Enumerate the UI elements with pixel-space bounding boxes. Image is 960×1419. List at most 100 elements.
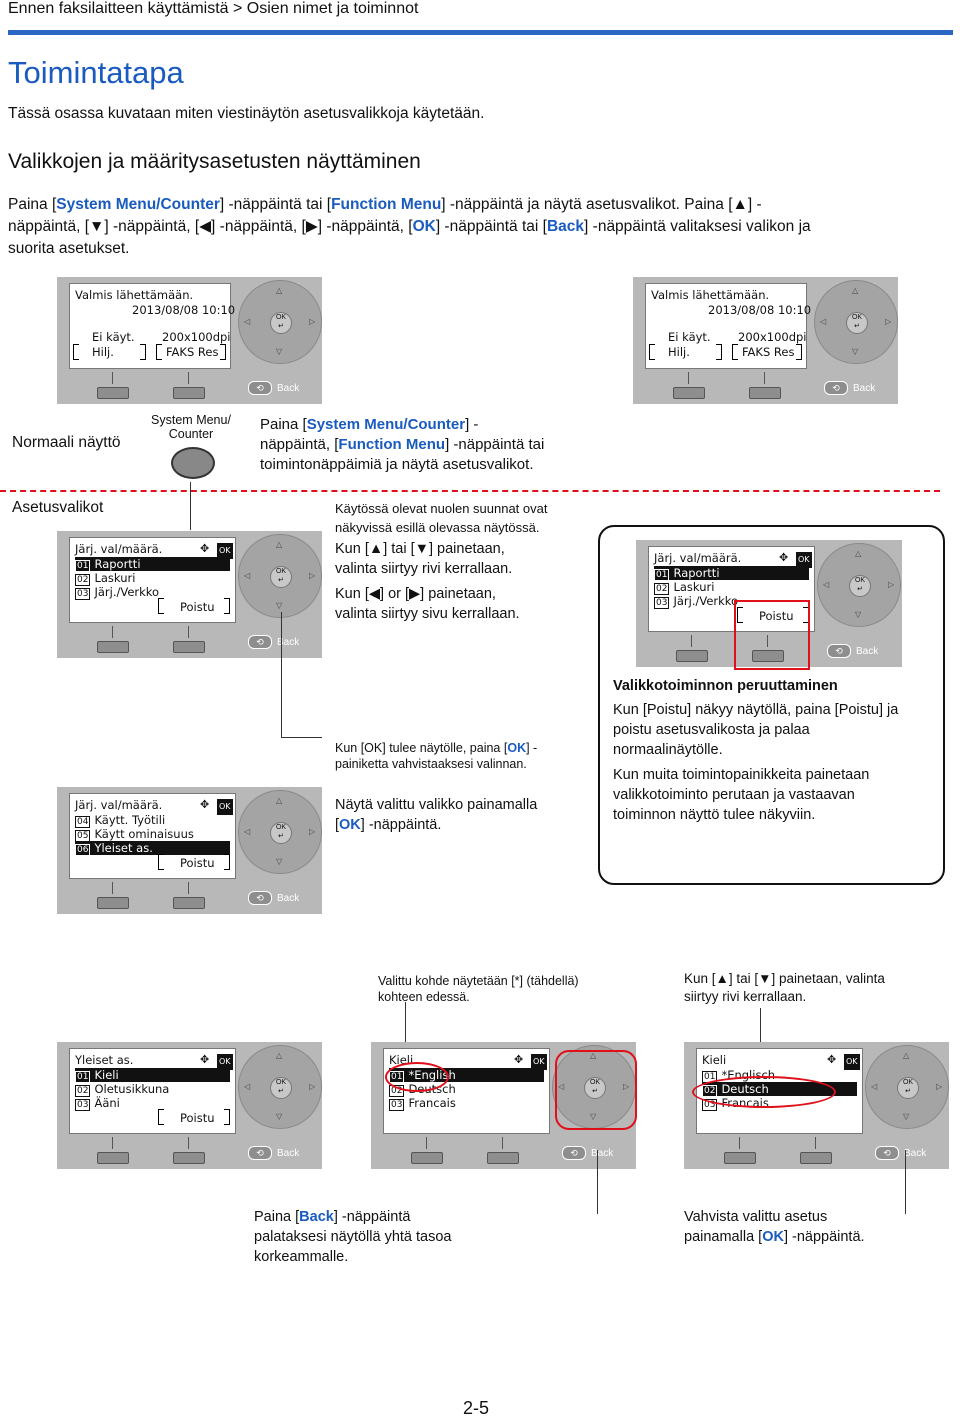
soft-key-left[interactable]: [673, 387, 705, 399]
up-arrow-icon[interactable]: △: [276, 286, 283, 295]
bracket: [73, 344, 79, 360]
back-button[interactable]: ⟲Back: [248, 381, 299, 395]
left-arrow-icon[interactable]: ◁: [244, 827, 251, 836]
soft-key-left[interactable]: [676, 650, 708, 662]
up-arrow-icon[interactable]: △: [276, 796, 283, 805]
left-arrow-icon[interactable]: ◁: [244, 1082, 251, 1091]
down-arrow-icon[interactable]: ▽: [903, 1112, 910, 1121]
back-button[interactable]: ⟲Back: [824, 381, 875, 395]
ok-button[interactable]: OK↵: [270, 312, 292, 334]
arrow-keypad[interactable]: △ ▽ ◁ ▷ OK↵: [238, 534, 322, 618]
down-arrow-icon[interactable]: ▽: [276, 1112, 283, 1121]
move-icon: ✥: [200, 1053, 210, 1066]
right-arrow-icon[interactable]: ▷: [309, 317, 316, 326]
up-arrow-icon[interactable]: △: [590, 1051, 597, 1060]
soft-key-left[interactable]: [97, 641, 129, 653]
right-arrow-icon[interactable]: ▷: [309, 827, 316, 836]
ok-button[interactable]: OK↵: [849, 575, 871, 597]
ok-button[interactable]: OK↵: [270, 822, 292, 844]
up-arrow-icon[interactable]: △: [276, 540, 283, 549]
up-arrow-icon[interactable]: △: [855, 549, 862, 558]
ok-button[interactable]: OK↵: [270, 566, 292, 588]
right-arrow-icon[interactable]: ▷: [888, 580, 895, 589]
up-arrow-icon[interactable]: △: [276, 1051, 283, 1060]
down-arrow-icon[interactable]: ▽: [852, 347, 859, 356]
arrow-keypad[interactable]: △ ▽ ◁ ▷ OK↵: [238, 280, 322, 364]
ok-badge: OK: [217, 543, 233, 559]
left-arrow-icon[interactable]: ◁: [823, 580, 830, 589]
ok-button[interactable]: OK↵: [584, 1077, 606, 1099]
left-arrow-icon[interactable]: ◁: [820, 317, 827, 326]
ok-button[interactable]: OK↵: [897, 1077, 919, 1099]
down-arrow-icon[interactable]: ▽: [276, 347, 283, 356]
right-arrow-icon[interactable]: ▷: [885, 317, 892, 326]
soft-key-left[interactable]: [724, 1152, 756, 1164]
soft-key-right[interactable]: [173, 387, 205, 399]
move-icon: ✥: [514, 1053, 524, 1066]
left-arrow-icon[interactable]: ◁: [558, 1082, 565, 1091]
key-tick: [739, 1137, 740, 1149]
back-button[interactable]: ⟲Back: [248, 635, 299, 649]
left-arrow-icon[interactable]: ◁: [244, 571, 251, 580]
down-arrow-icon[interactable]: ▽: [855, 610, 862, 619]
right-arrow-icon[interactable]: ▷: [623, 1082, 630, 1091]
arrow-keypad[interactable]: △ ▽ ◁ ▷ OK↵: [865, 1045, 949, 1129]
up-arrow-icon[interactable]: △: [903, 1051, 910, 1060]
soft-key-right[interactable]: [173, 897, 205, 909]
down-arrow-icon[interactable]: ▽: [276, 857, 283, 866]
up-arrow-icon[interactable]: △: [852, 286, 859, 295]
right-arrow-icon[interactable]: ▷: [309, 1082, 316, 1091]
arrow-keypad[interactable]: △ ▽ ◁ ▷ OK↵: [814, 280, 898, 364]
arrow-keypad[interactable]: △ ▽ ◁ ▷ OK↵: [817, 543, 901, 627]
soft-key-left[interactable]: [97, 1152, 129, 1164]
arrow-keypad[interactable]: △ ▽ ◁ ▷ OK↵: [238, 1045, 322, 1129]
down-arrow-icon[interactable]: ▽: [590, 1112, 597, 1121]
soft-key-right[interactable]: [749, 387, 781, 399]
soft-key-left[interactable]: [97, 897, 129, 909]
back-button[interactable]: ⟲Back: [562, 1146, 613, 1160]
lcd-line: 2013/08/08 10:10: [132, 303, 236, 317]
connector-line: [905, 1150, 906, 1214]
right-arrow-icon[interactable]: ▷: [936, 1082, 943, 1091]
connector-line: [405, 1002, 406, 1068]
cancel-title: Valikkotoiminnon peruuttaminen: [613, 678, 838, 694]
soft-key-right[interactable]: [800, 1152, 832, 1164]
soft-key-right[interactable]: [173, 1152, 205, 1164]
right-arrow-icon[interactable]: ▷: [309, 571, 316, 580]
left-arrow-icon[interactable]: ◁: [244, 317, 251, 326]
soft-key-right[interactable]: [173, 641, 205, 653]
soft-key-right[interactable]: [487, 1152, 519, 1164]
soft-key-right[interactable]: [752, 650, 784, 662]
back-button[interactable]: ⟲Back: [248, 891, 299, 905]
ok-button[interactable]: OK↵: [270, 1077, 292, 1099]
ok-button[interactable]: OK↵: [846, 312, 868, 334]
back-button[interactable]: ⟲Back: [875, 1146, 926, 1160]
arrow-keypad[interactable]: △ ▽ ◁ ▷ OK↵: [238, 790, 322, 874]
system-menu-key[interactable]: [171, 447, 215, 479]
left-arrow-icon[interactable]: ◁: [871, 1082, 878, 1091]
soft-key-left[interactable]: [97, 387, 129, 399]
down-arrow-icon[interactable]: ▽: [276, 601, 283, 610]
ok-confirm-note: Kun [OK] tulee näytölle, paina [OK] - pa…: [335, 741, 538, 771]
move-icon: ✥: [827, 1053, 837, 1066]
soft-key-left[interactable]: [411, 1152, 443, 1164]
back-button[interactable]: ⟲Back: [827, 644, 878, 658]
key-tick: [688, 372, 689, 384]
back-button[interactable]: ⟲Back: [248, 1146, 299, 1160]
back-icon: ⟲: [248, 635, 272, 649]
